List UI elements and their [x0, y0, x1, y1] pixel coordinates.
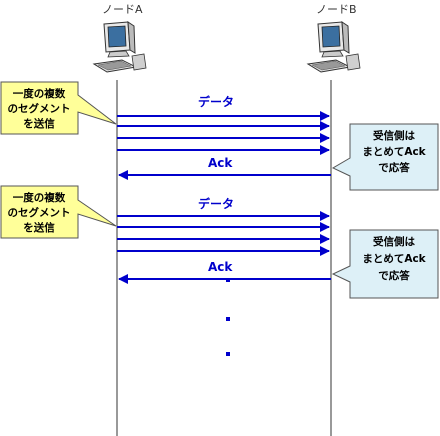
desktop-computer-icon: [306, 21, 361, 73]
receiver-note-line: 受信側は: [373, 129, 415, 142]
node-a: ノードA: [92, 3, 147, 73]
round-1: データ Ack 一度の複数 のセグメント を送信 受信側は まとめてAck で応…: [0, 81, 439, 191]
sender-note: 一度の複数 のセグメント を送信: [0, 185, 117, 239]
data-label: データ: [198, 196, 234, 211]
sender-note-line: 一度の複数: [13, 87, 66, 100]
data-label: データ: [198, 94, 234, 109]
receiver-note: 受信側は まとめてAck で応答: [331, 123, 439, 191]
receiver-note-line: まとめてAck: [362, 146, 426, 158]
continuation-dot: [226, 317, 230, 321]
node-a-label: ノードA: [102, 3, 143, 16]
ack-label: Ack: [208, 156, 233, 170]
continuation-dots: [226, 278, 230, 356]
node-b: ノードB: [306, 3, 361, 73]
receiver-note-line: で応答: [378, 269, 410, 282]
continuation-dot: [226, 278, 230, 282]
receiver-note-line: まとめてAck: [362, 253, 426, 265]
sender-note-line: のセグメント: [8, 102, 71, 115]
sender-note-line: を送信: [23, 117, 55, 130]
round-2: データ Ack 一度の複数 のセグメント を送信 受信側は まとめてAck で応…: [0, 185, 439, 299]
sender-note-line: 一度の複数: [13, 191, 66, 204]
sender-note: 一度の複数 のセグメント を送信: [0, 81, 117, 135]
ack-label: Ack: [208, 260, 233, 274]
receiver-note-line: 受信側は: [373, 235, 415, 248]
node-b-label: ノードB: [316, 3, 357, 16]
desktop-computer-icon: [92, 21, 147, 73]
receiver-note-line: で応答: [378, 161, 410, 174]
receiver-note: 受信側は まとめてAck で応答: [331, 229, 439, 299]
continuation-dot: [226, 352, 230, 356]
sender-note-line: のセグメント: [8, 206, 71, 219]
sender-note-line: を送信: [23, 221, 55, 234]
